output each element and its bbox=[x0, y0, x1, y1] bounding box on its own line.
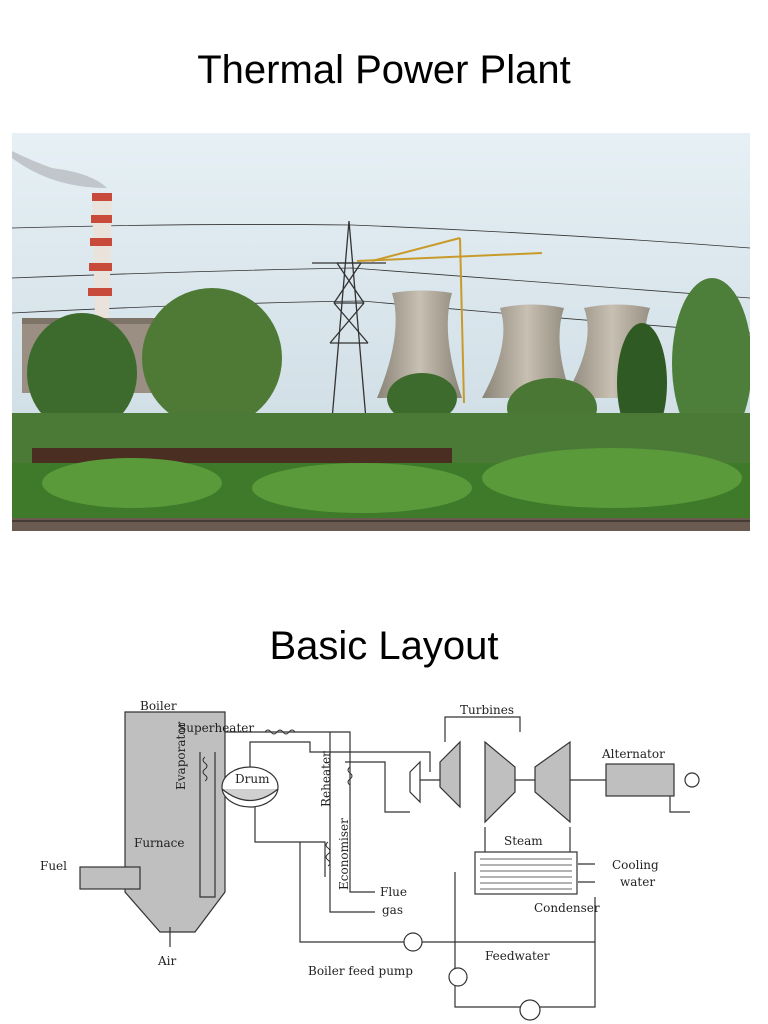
label-boiler: Boiler bbox=[140, 699, 177, 713]
label-water: water bbox=[620, 875, 655, 889]
label-drum: Drum bbox=[235, 772, 270, 786]
label-gas: gas bbox=[382, 903, 403, 917]
diagram-title: Basic Layout bbox=[269, 624, 499, 668]
label-condenser: Condenser bbox=[534, 901, 600, 915]
layout-diagram: Boiler Superheater Evaporator Drum Rehea… bbox=[40, 699, 700, 1021]
label-air: Air bbox=[157, 954, 177, 968]
label-furnace: Furnace bbox=[134, 836, 185, 850]
label-reheater: Reheater bbox=[319, 751, 333, 807]
label-boiler-feed-pump: Boiler feed pump bbox=[308, 964, 413, 978]
power-plant-photo bbox=[12, 133, 750, 531]
label-superheater: Superheater bbox=[178, 721, 254, 735]
label-economiser: Economiser bbox=[337, 818, 351, 890]
label-turbines: Turbines bbox=[460, 703, 514, 717]
label-alternator: Alternator bbox=[601, 747, 665, 761]
label-flue: Flue bbox=[380, 885, 407, 899]
label-fuel: Fuel bbox=[40, 859, 67, 873]
slide-title: Thermal Power Plant bbox=[197, 48, 571, 92]
label-steam: Steam bbox=[504, 834, 543, 848]
label-evaporator: Evaporator bbox=[174, 721, 188, 790]
label-feedwater: Feedwater bbox=[485, 949, 550, 963]
label-cooling: Cooling bbox=[612, 858, 659, 872]
